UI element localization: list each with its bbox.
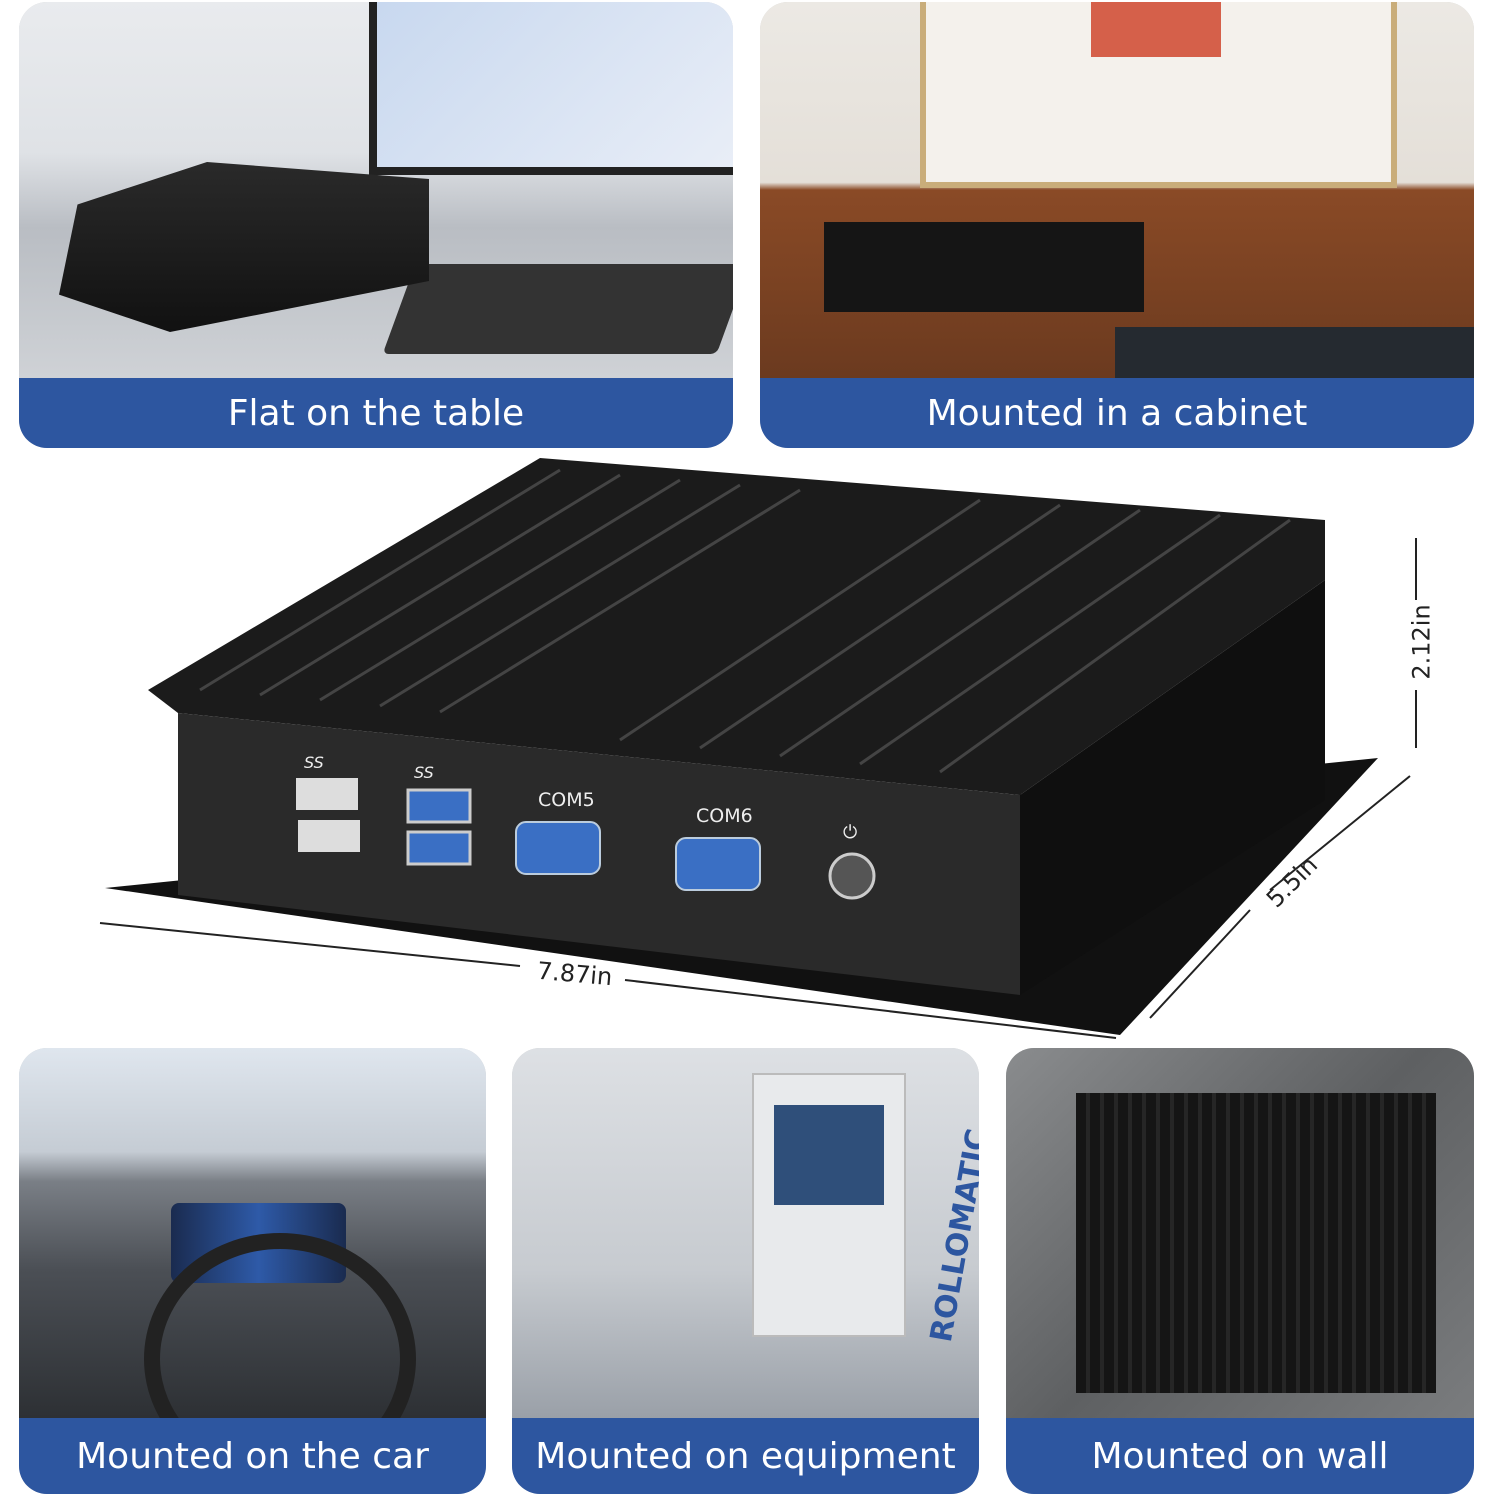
machine-control-panel bbox=[752, 1073, 906, 1337]
com6-port bbox=[675, 837, 761, 891]
dimension-height: 2.12in bbox=[1407, 604, 1436, 680]
caption-text: Mounted on equipment bbox=[535, 1435, 956, 1477]
caption-bar: Mounted on equipment bbox=[512, 1418, 979, 1494]
panel-wall: Mounted on wall bbox=[1006, 1048, 1474, 1494]
caption-text: Flat on the table bbox=[227, 392, 525, 434]
panel-flat-on-table: Flat on the table bbox=[19, 2, 733, 448]
usb-left-label: SS bbox=[304, 753, 324, 772]
com6-label: COM6 bbox=[696, 805, 753, 827]
com5-label: COM5 bbox=[538, 789, 595, 811]
wall-art-image bbox=[920, 2, 1397, 188]
usb-port-pair-left bbox=[296, 778, 360, 852]
device-side bbox=[1020, 580, 1325, 995]
caption-bar: Flat on the table bbox=[19, 378, 733, 448]
caption-text: Mounted on wall bbox=[1091, 1435, 1389, 1477]
panel-car: Mounted on the car bbox=[19, 1048, 486, 1494]
device-illustration: SS SS COM5 COM6 ⏻ bbox=[99, 458, 1417, 1039]
brand-text: ROLLOMATIC bbox=[923, 1126, 979, 1345]
heatsink-fins bbox=[199, 468, 1291, 774]
caption-text: Mounted in a cabinet bbox=[926, 392, 1308, 434]
com5-port bbox=[515, 821, 601, 875]
power-icon: ⏻ bbox=[843, 822, 857, 843]
mini-pc-wall-mounted bbox=[1076, 1093, 1436, 1393]
panel-equipment: ROLLOMATIC Mounted on equipment bbox=[512, 1048, 979, 1494]
photo-car-dashboard bbox=[19, 1048, 486, 1485]
photo-wall-mount bbox=[1006, 1048, 1474, 1418]
panel-cabinet: Mounted in a cabinet bbox=[760, 2, 1474, 448]
usb-port-pair-right bbox=[406, 788, 472, 866]
dimension-lines bbox=[99, 538, 1417, 1039]
photo-industrial-machine: ROLLOMATIC bbox=[512, 1048, 979, 1418]
mini-pc-image bbox=[824, 222, 1144, 312]
usb-right-label: SS bbox=[414, 763, 434, 782]
caption-bar: Mounted on the car bbox=[19, 1418, 486, 1494]
photo-cabinet bbox=[760, 2, 1474, 378]
cabinet-door bbox=[1115, 327, 1474, 378]
monitor-image bbox=[369, 2, 733, 175]
caption-bar: Mounted on wall bbox=[1006, 1418, 1474, 1494]
power-button bbox=[828, 852, 876, 900]
caption-bar: Mounted in a cabinet bbox=[760, 378, 1474, 448]
photo-table-setup bbox=[19, 2, 733, 378]
caption-text: Mounted on the car bbox=[76, 1435, 429, 1477]
